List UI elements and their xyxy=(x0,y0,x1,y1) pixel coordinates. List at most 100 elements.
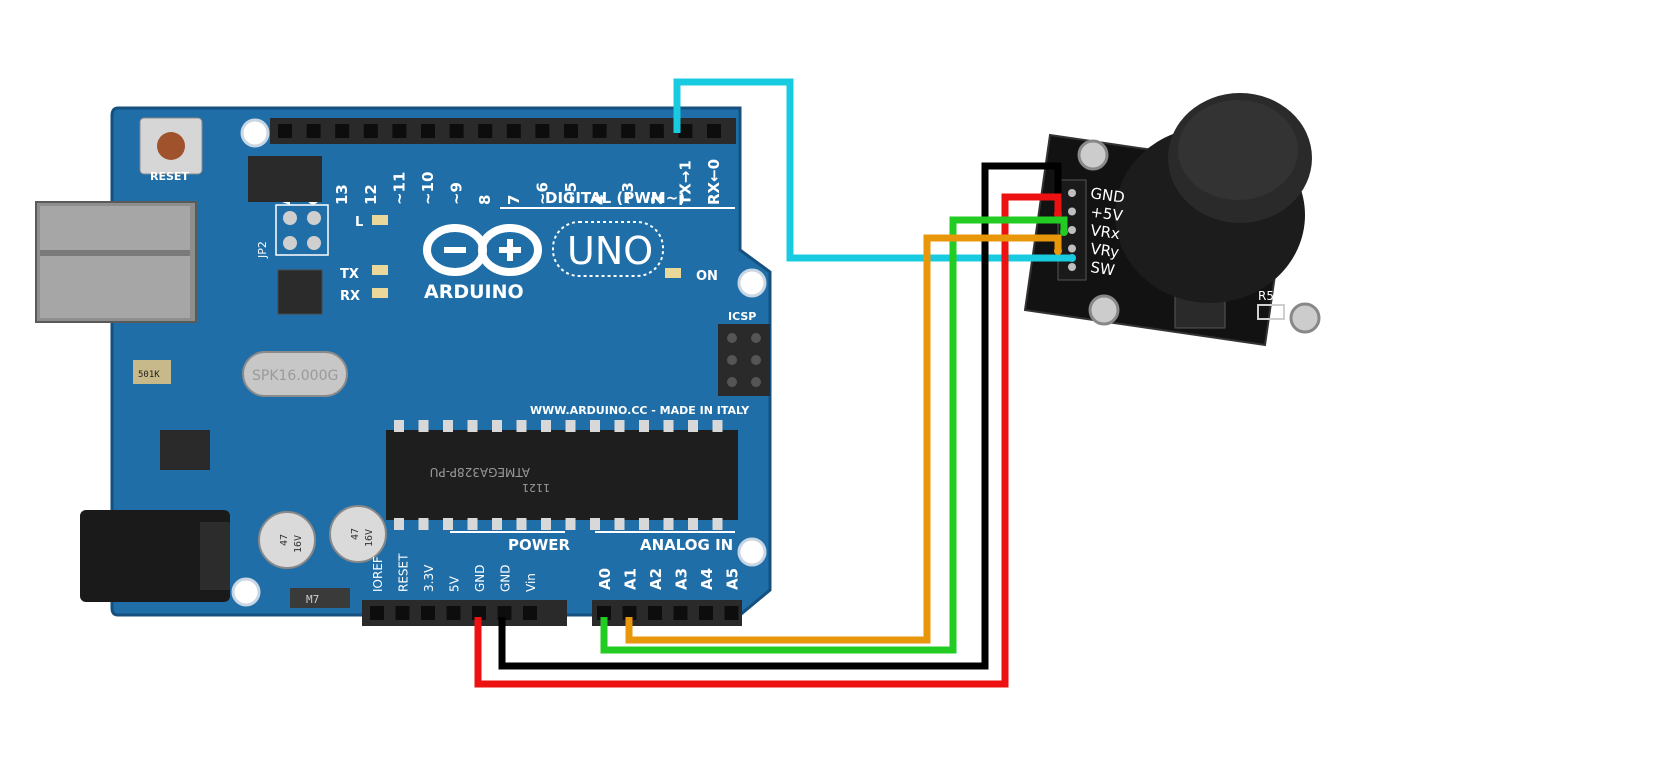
wires xyxy=(474,78,1076,688)
mcu-pin xyxy=(467,420,478,432)
led-label-tx: TX xyxy=(340,267,359,282)
digital-pin-hole xyxy=(363,124,378,138)
digital-pin-hole xyxy=(506,124,521,138)
digital-pin-hole xyxy=(592,124,607,138)
mcu-pin xyxy=(394,420,404,432)
mcu-pin xyxy=(663,420,674,432)
wire-red xyxy=(474,193,1062,688)
mounting-hole xyxy=(737,268,767,298)
joystick-pin xyxy=(1068,207,1076,216)
reset-label: RESET xyxy=(150,170,189,183)
board-name: UNO xyxy=(567,229,653,273)
wire-orange xyxy=(625,234,1062,644)
mcu-pin xyxy=(541,420,551,432)
analog-pin-hole xyxy=(622,606,637,620)
wire-end-red xyxy=(1054,210,1062,218)
digital-pin-label-12: 12 xyxy=(362,184,380,205)
jp2-label: JP2 xyxy=(256,241,269,259)
mcu-pin xyxy=(541,518,551,530)
mcu-pin xyxy=(443,420,453,432)
digital-pin-label-3: ~3 xyxy=(619,182,637,205)
joystick-r-label: R5 xyxy=(1258,289,1274,303)
arduino-board: RESET AREFGND1312~11~10~987~6~54~32TX→1R… xyxy=(35,106,772,626)
mcu-pin xyxy=(614,518,625,530)
digital-pin-hole xyxy=(621,124,636,138)
power-pin-hole xyxy=(395,606,410,620)
digital-pin-label-8: 8 xyxy=(476,195,494,205)
joystick-pin xyxy=(1068,244,1076,253)
joystick-pin-label-5v: +5V xyxy=(1089,203,1124,225)
power-pin-label-3-3v: 3.3V xyxy=(422,564,436,592)
analog-pin-hole xyxy=(724,606,739,620)
digital-pin-hole xyxy=(649,124,664,138)
mcu-pin xyxy=(443,518,453,530)
joystick-pin-label-vrx: VRx xyxy=(1089,221,1121,243)
analog-pin-label-a2: A2 xyxy=(647,568,665,590)
analog-pin-hole xyxy=(648,606,662,620)
digital-pin-hole xyxy=(421,124,435,138)
digital-header-label: DIGITAL (PWM~) xyxy=(545,189,685,207)
mcu-pin xyxy=(565,518,576,530)
analog-pin-label-a3: A3 xyxy=(673,568,691,590)
voltage-regulator xyxy=(160,430,210,470)
power-pin-label-reset: RESET xyxy=(397,553,411,592)
digital-pin-hole xyxy=(535,124,550,138)
power-pin-hole xyxy=(421,606,435,620)
wire-black xyxy=(498,162,1062,670)
led-label-rx: RX xyxy=(340,289,360,304)
mounting-hole xyxy=(737,537,767,567)
wire-end-orange xyxy=(1054,247,1062,255)
digital-pin-label-7: 7 xyxy=(505,195,523,205)
joystick-pin-label-vry: VRy xyxy=(1089,240,1120,262)
cap-2-voltage: 16V xyxy=(364,529,375,547)
resistor: 501K xyxy=(133,360,171,384)
mcu-pin xyxy=(639,420,649,432)
digital-pin-label-9: ~9 xyxy=(448,182,466,205)
mounting-hole xyxy=(240,118,270,148)
joystick-pin xyxy=(1068,226,1076,234)
analog-header-label: ANALOG IN xyxy=(640,536,733,554)
power-pin-label-5v: 5V xyxy=(448,575,462,592)
led-label-l: L xyxy=(355,215,363,230)
digital-pin-label-4: 4 xyxy=(591,195,609,205)
mounting-hole xyxy=(231,577,261,607)
power-header xyxy=(362,600,567,626)
wire-cyan xyxy=(673,78,1072,262)
power-pin-hole xyxy=(497,606,512,620)
cap-2-value: 47 xyxy=(350,528,361,540)
mounting-hole xyxy=(1289,302,1321,334)
digital-pin-hole xyxy=(478,124,493,138)
mcu-sub-label: 1121 xyxy=(522,481,550,494)
power-pin-hole xyxy=(472,606,486,620)
power-pin-label-gnd: GND xyxy=(473,564,487,592)
digital-pin-hole xyxy=(564,124,578,138)
digital-pin-label-tx-1: TX→1 xyxy=(676,160,694,205)
jp2-header: JP2 xyxy=(248,156,329,259)
power-pin-label-vin: Vin xyxy=(524,573,538,592)
arduino-brand: ARDUINO xyxy=(424,281,524,303)
analog-pin-label-a4: A4 xyxy=(698,568,716,590)
digital-pin-hole xyxy=(392,124,407,138)
mcu-pin xyxy=(688,420,698,432)
cap-1-voltage: 16V xyxy=(293,535,304,553)
regulator-bottom: M7 xyxy=(290,588,350,608)
digital-pin-hole xyxy=(678,124,693,138)
wire-green xyxy=(600,216,1068,654)
digital-pin-hole xyxy=(306,124,321,138)
mcu-pin xyxy=(639,518,649,530)
digital-pin-hole xyxy=(449,124,464,138)
power-pin-hole xyxy=(446,606,461,620)
mcu-pin xyxy=(492,518,502,530)
analog-pin-hole xyxy=(699,606,713,620)
power-pin-label-gnd: GND xyxy=(499,564,513,592)
digital-pin-label-10: ~10 xyxy=(419,172,437,205)
reset-button: RESET xyxy=(139,117,203,183)
usb-connector xyxy=(35,201,197,323)
status-leds: L TX RX ON xyxy=(340,215,718,304)
digital-pin-label-2: 2 xyxy=(648,195,666,205)
resistor-label: 501K xyxy=(138,370,160,380)
crystal-label: SPK16.000G xyxy=(252,368,338,384)
